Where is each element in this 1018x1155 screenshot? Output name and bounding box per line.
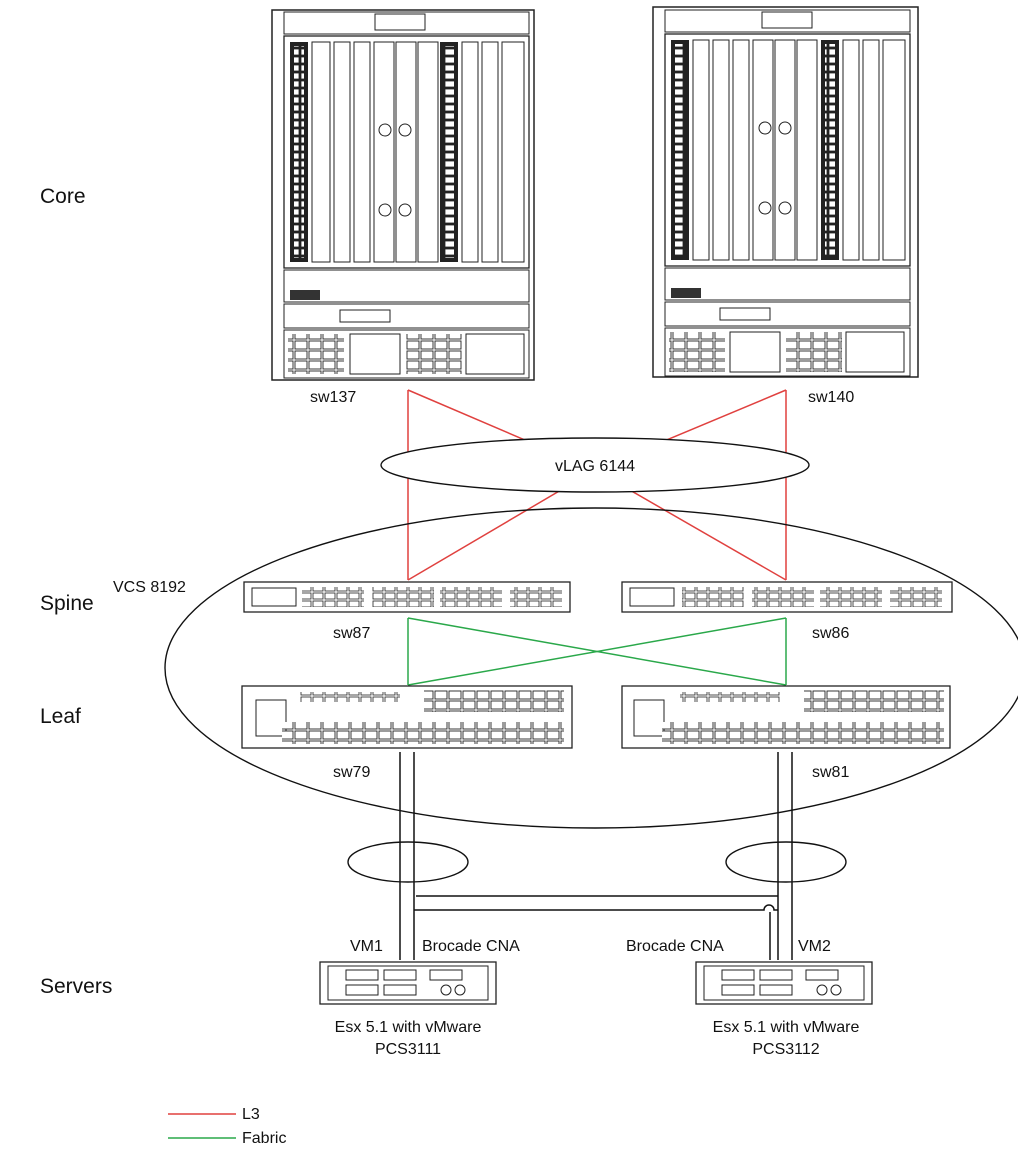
- spine-switch-sw87: [243, 581, 571, 613]
- server-right-os-label: Esx 5.1 with vMware: [713, 1019, 860, 1036]
- vcs-label: VCS 8192: [113, 579, 186, 596]
- legend: L3 Fabric: [168, 1106, 286, 1147]
- switch-label-sw140: sw140: [808, 389, 854, 406]
- tier-label-core: Core: [40, 185, 86, 208]
- server-left-os-label: Esx 5.1 with vMware: [335, 1019, 482, 1036]
- server-lag-ellipse-right: [725, 841, 847, 883]
- vlag-label: vLAG 6144: [555, 458, 635, 475]
- legend-l3-label: L3: [242, 1106, 260, 1123]
- server-pcs3112: [695, 961, 873, 1005]
- server-left-cna-label: Brocade CNA: [422, 938, 520, 955]
- server-right-vm-label: VM2: [798, 938, 831, 955]
- vcs-fabric-ellipse: [164, 507, 1018, 829]
- core-switch-sw137: [271, 9, 535, 381]
- spine-switch-sw86: [621, 581, 953, 613]
- tier-label-servers: Servers: [40, 975, 112, 998]
- switch-label-sw81: sw81: [812, 764, 849, 781]
- server-lag-ellipse-left: [347, 841, 469, 883]
- switch-label-sw137: sw137: [310, 389, 356, 406]
- legend-fabric-label: Fabric: [242, 1130, 286, 1147]
- vlag-ellipse: [380, 437, 810, 493]
- server-left-vm-label: VM1: [350, 938, 383, 955]
- switch-label-sw87: sw87: [333, 625, 370, 642]
- leaf-switch-sw79: [241, 685, 573, 749]
- switch-label-sw86: sw86: [812, 625, 849, 642]
- core-switch-sw140: [652, 6, 919, 378]
- server-left-host-label: PCS3111: [375, 1041, 441, 1058]
- tier-label-spine: Spine: [40, 592, 94, 615]
- server-right-cna-label: Brocade CNA: [626, 938, 724, 955]
- leaf-switch-sw81: [621, 685, 951, 749]
- server-pcs3111: [319, 961, 497, 1005]
- server-right-host-label: PCS3112: [752, 1041, 819, 1058]
- tier-label-leaf: Leaf: [40, 705, 81, 728]
- fabric-links: [407, 617, 787, 686]
- switch-label-sw79: sw79: [333, 764, 370, 781]
